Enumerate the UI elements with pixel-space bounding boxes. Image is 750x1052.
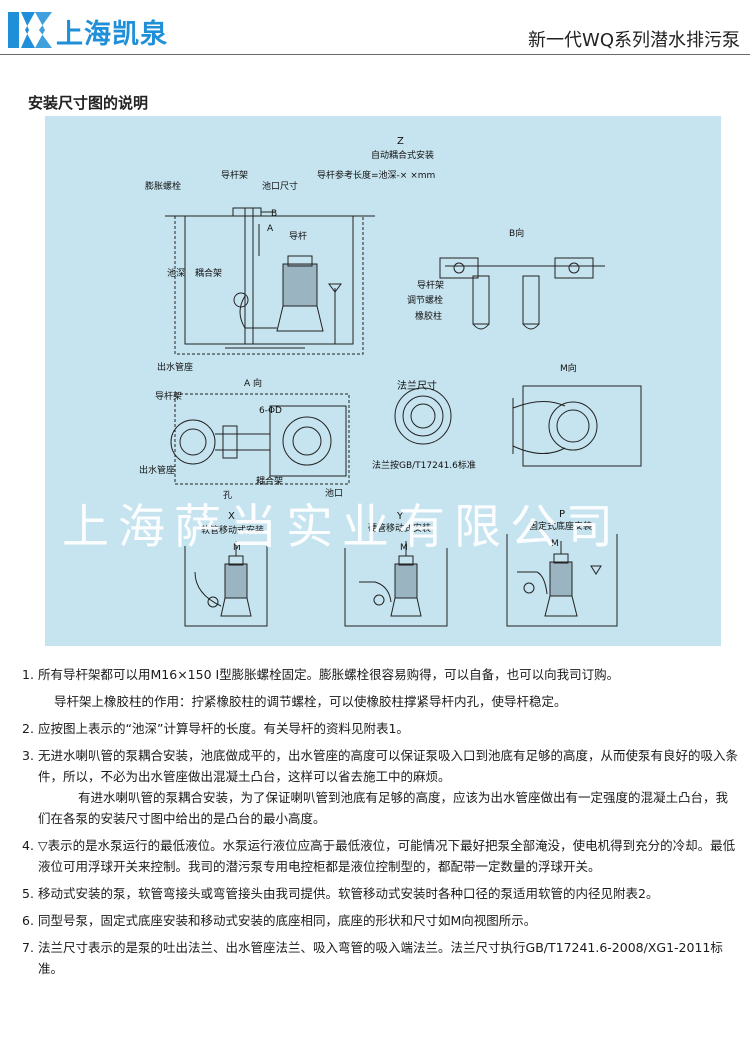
note-number: 5.: [22, 886, 34, 901]
note-number: 4.: [22, 838, 34, 853]
guide-frame-label: 导杆架: [221, 169, 248, 181]
logo-text: 上海凯泉: [56, 19, 168, 50]
six-phi-d-label: 6-ΦD: [259, 406, 282, 416]
a-view-label: A 向: [244, 377, 262, 389]
diagram-drawing: Z 自动耦合式安装 导杆架 膨胀螺栓 池口尺寸 导杆参考长度=池深-× ×mm …: [139, 136, 642, 627]
note-item: 2. 应按图上表示的“池深”计算导杆的长度。有关导杆的资料见附表1。: [22, 718, 738, 739]
pool-depth-label: 池深: [167, 267, 185, 279]
flange-title: 法兰尺寸: [397, 379, 437, 392]
note-text: 所有导杆架都可以用M16×150 I型膨胀螺栓固定。膨胀螺栓很容易购得，可以自备…: [38, 667, 620, 682]
note-subparagraph: 有进水喇叭管的泵耦合安装，为了保证喇叭管到池底有足够的高度，应该为出水管座做出有…: [38, 790, 729, 826]
note-text: 同型号泵，固定式底座安装和移动式安装的底座相同，底座的形状和尺寸如M向视图所示。: [38, 913, 537, 928]
x-label: X: [228, 511, 235, 522]
note-number: 7.: [22, 940, 34, 955]
pit-p: [506, 534, 618, 627]
guide-frame-label-2: 导杆架: [417, 279, 444, 291]
outlet-seat-label: 出水管座: [157, 361, 193, 373]
adjust-bolt-label: 调节螺栓: [407, 294, 443, 306]
note-item: 7. 法兰尺寸表示的是泵的吐出法兰、出水管座法兰、吸入弯管的吸入端法兰。法兰尺寸…: [22, 937, 738, 979]
y-label: Y: [396, 511, 404, 522]
p-title: 固定式底座安装: [529, 520, 592, 532]
b-view-label: B向: [509, 227, 524, 239]
m-view-label: M向: [560, 362, 577, 374]
installation-notes: 1. 所有导杆架都可以用M16×150 I型膨胀螺栓固定。膨胀螺栓很容易购得，可…: [22, 664, 738, 985]
header-divider: [0, 54, 750, 55]
pump-body-z: [282, 263, 318, 307]
note-number: 2.: [22, 721, 34, 736]
flange-standard: 法兰按GB/T17241.6标准: [372, 459, 476, 471]
watermark: 上海萨当实业有限公司: [62, 500, 622, 555]
note-number: 6.: [22, 913, 34, 928]
coupling-frame-label-2: 耦合架: [256, 475, 283, 487]
note-text: 无进水喇叭管的泵耦合安装，池底做成平的，出水管座的高度可以保证泵吸入口到池底有足…: [38, 748, 739, 784]
pit-y: [344, 548, 448, 627]
p-label: P: [559, 509, 565, 520]
guide-rod-label: 导杆: [289, 230, 307, 242]
note-text: 法兰尺寸表示的是泵的吐出法兰、出水管座法兰、吸入弯管的吸入端法兰。法兰尺寸执行G…: [38, 940, 723, 976]
pit-outline: [174, 216, 364, 355]
a-mark: A: [267, 224, 274, 234]
installation-diagram: Z 自动耦合式安装 导杆架 膨胀螺栓 池口尺寸 导杆参考长度=池深-× ×mm …: [45, 116, 721, 646]
m-mark-y: M: [400, 543, 408, 553]
bolt-mark: 孔: [223, 490, 232, 501]
m-mark-p: M: [551, 539, 559, 549]
coupling-frame-label: 耦合架: [195, 267, 222, 279]
note-item: 5. 移动式安装的泵，软管弯接头或弯管接头由我司提供。软管移动式安装时各种口径的…: [22, 883, 738, 904]
y-title: 硬管移动式安装: [368, 522, 431, 534]
x-title: 软管移动式安装: [201, 524, 264, 536]
pit-x: [184, 546, 268, 627]
z-label: Z: [397, 136, 404, 147]
note-item: 1. 所有导杆架都可以用M16×150 I型膨胀螺栓固定。膨胀螺栓很容易购得，可…: [22, 664, 738, 685]
note-number: 3.: [22, 748, 34, 763]
a-view-outline: [174, 393, 350, 485]
note-item: 4. ▽表示的是水泵运行的最低液位。水泵运行液位应高于最低液位，可能情况下最好把…: [22, 835, 738, 877]
note-subparagraph: 导杆架上橡胶柱的作用：拧紧橡胶柱的调节螺栓，可以使橡胶柱撑紧导杆内孔，使导杆稳定…: [54, 694, 567, 709]
note-number: 1.: [22, 667, 34, 682]
rubber-post-label: 橡胶柱: [415, 310, 442, 322]
note-text: 移动式安装的泵，软管弯接头或弯管接头由我司提供。软管移动式安装时各种口径的泵适用…: [38, 886, 659, 901]
pool-opening-label: 池口尺寸: [262, 180, 298, 192]
note-item: 6. 同型号泵，固定式底座安装和移动式安装的底座相同，底座的形状和尺寸如M向视图…: [22, 910, 738, 931]
section-title: 安装尺寸图的说明: [28, 94, 149, 112]
outlet-seat-label-2: 出水管座: [139, 464, 175, 476]
b-mark: B: [271, 209, 277, 219]
m-view-outline: [522, 385, 642, 467]
expansion-bolt-label: 膨胀螺栓: [145, 180, 181, 192]
pool-opening-label-2: 池口: [325, 487, 343, 499]
note-item: 3. 无进水喇叭管的泵耦合安装，池底做成平的，出水管座的高度可以保证泵吸入口到池…: [22, 745, 738, 787]
z-title: 自动耦合式安装: [371, 149, 434, 161]
note-text: 应按图上表示的“池深”计算导杆的长度。有关导杆的资料见附表1。: [38, 721, 409, 736]
m-mark-x: M: [233, 543, 241, 553]
guide-length-label: 导杆参考长度=池深-× ×mm: [317, 169, 435, 181]
flange-drawing: [394, 387, 452, 445]
logo-icon: [8, 12, 52, 48]
guide-frame-label-3: 导杆架: [155, 390, 182, 402]
page-header-title: 新一代WQ系列潜水排污泵: [528, 30, 740, 51]
note-text: ▽表示的是水泵运行的最低液位。水泵运行液位应高于最低液位，可能情况下最好把泵全部…: [38, 838, 736, 874]
